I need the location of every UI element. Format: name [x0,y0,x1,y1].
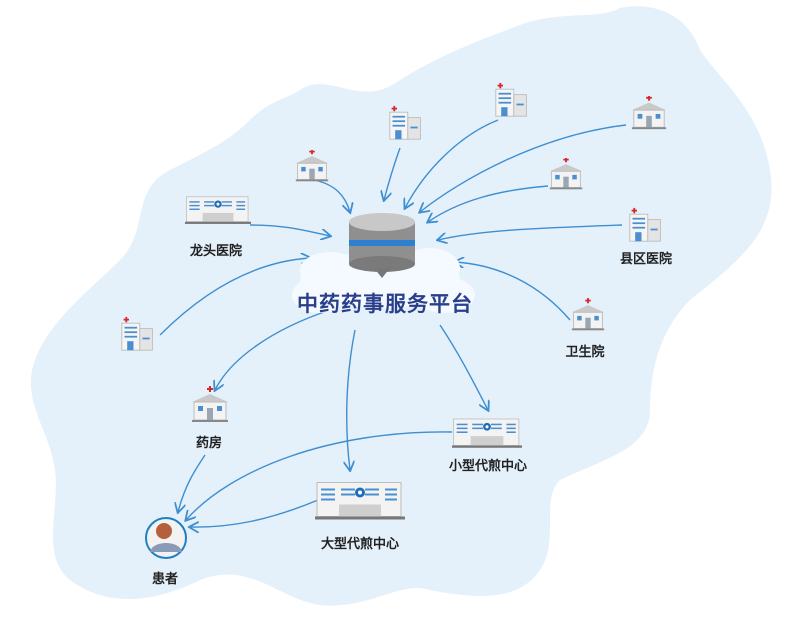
leading-hospital-icon [185,196,251,225]
label-large-decoction-center: 大型代煎中心 [320,537,400,552]
label-leading-hospital: 龙头医院 [189,244,243,259]
database-icon [349,213,415,278]
patient-avatar [145,517,187,559]
label-small-decoction-center: 小型代煎中心 [448,459,528,474]
label-county-hospital: 县区医院 [619,252,673,267]
label-patient: 患者 [151,572,179,587]
large-decoction-center-icon [315,481,405,521]
label-pharmacy: 药房 [195,436,223,451]
arrows [159,119,627,527]
platform-title: 中药药事服务平台 [297,292,473,316]
small-decoction-center-icon [452,418,522,449]
label-health-center: 卫生院 [565,345,605,360]
